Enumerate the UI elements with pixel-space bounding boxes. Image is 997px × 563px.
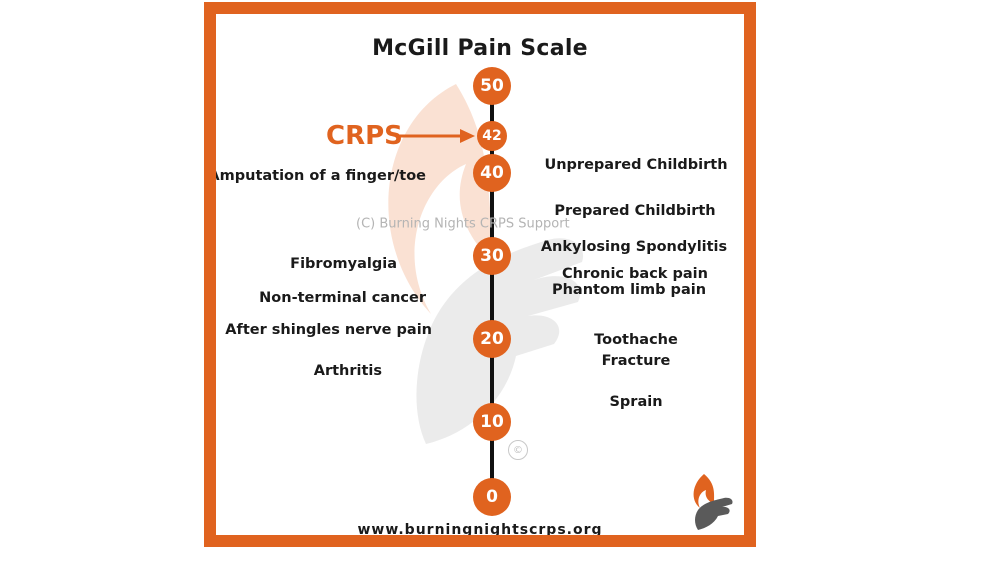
- watermark-text: (C) Burning Nights CRPS Support: [356, 216, 570, 232]
- condition-sprain: Sprain: [609, 394, 663, 410]
- condition-toothache: Toothache: [594, 332, 678, 348]
- copyright-mark: ©: [508, 440, 528, 460]
- tick-40: 40: [473, 154, 511, 192]
- page-title: McGill Pain Scale: [372, 36, 588, 61]
- tick-50: 50: [473, 67, 511, 105]
- condition-ankylosing-spondylitis: Ankylosing Spondylitis: [540, 239, 728, 255]
- condition-fracture: Fracture: [601, 353, 671, 369]
- condition-prepared-childbirth: Prepared Childbirth: [554, 203, 716, 219]
- pain-scale-card: McGill Pain Scale 50 42 40 30 20 10 0 CR…: [204, 2, 756, 547]
- condition-non-terminal-cancer: Non-terminal cancer: [259, 290, 426, 306]
- tick-30: 30: [473, 237, 511, 275]
- condition-fibromyalgia: Fibromyalgia: [290, 256, 397, 272]
- condition-unprepared-childbirth: Unprepared Childbirth: [544, 157, 728, 173]
- arrow-right-icon: [400, 129, 475, 143]
- tick-0: 0: [473, 478, 511, 516]
- condition-shingles: After shingles nerve pain: [225, 322, 432, 338]
- condition-phantom-limb-pain: Phantom limb pain: [551, 282, 707, 298]
- crps-highlight-label: CRPS: [326, 121, 403, 151]
- condition-arthritis: Arthritis: [313, 363, 382, 379]
- scale-axis-line: [490, 84, 494, 492]
- tick-42-highlight: 42: [477, 121, 507, 151]
- tick-10: 10: [473, 403, 511, 441]
- condition-chronic-back-pain: Chronic back pain: [562, 266, 708, 282]
- tick-20: 20: [473, 320, 511, 358]
- flame-hand-logo-icon: [693, 474, 733, 530]
- website-url: www.burningnightscrps.org: [357, 522, 603, 538]
- condition-amputation: Amputation of a finger/toe: [208, 168, 426, 184]
